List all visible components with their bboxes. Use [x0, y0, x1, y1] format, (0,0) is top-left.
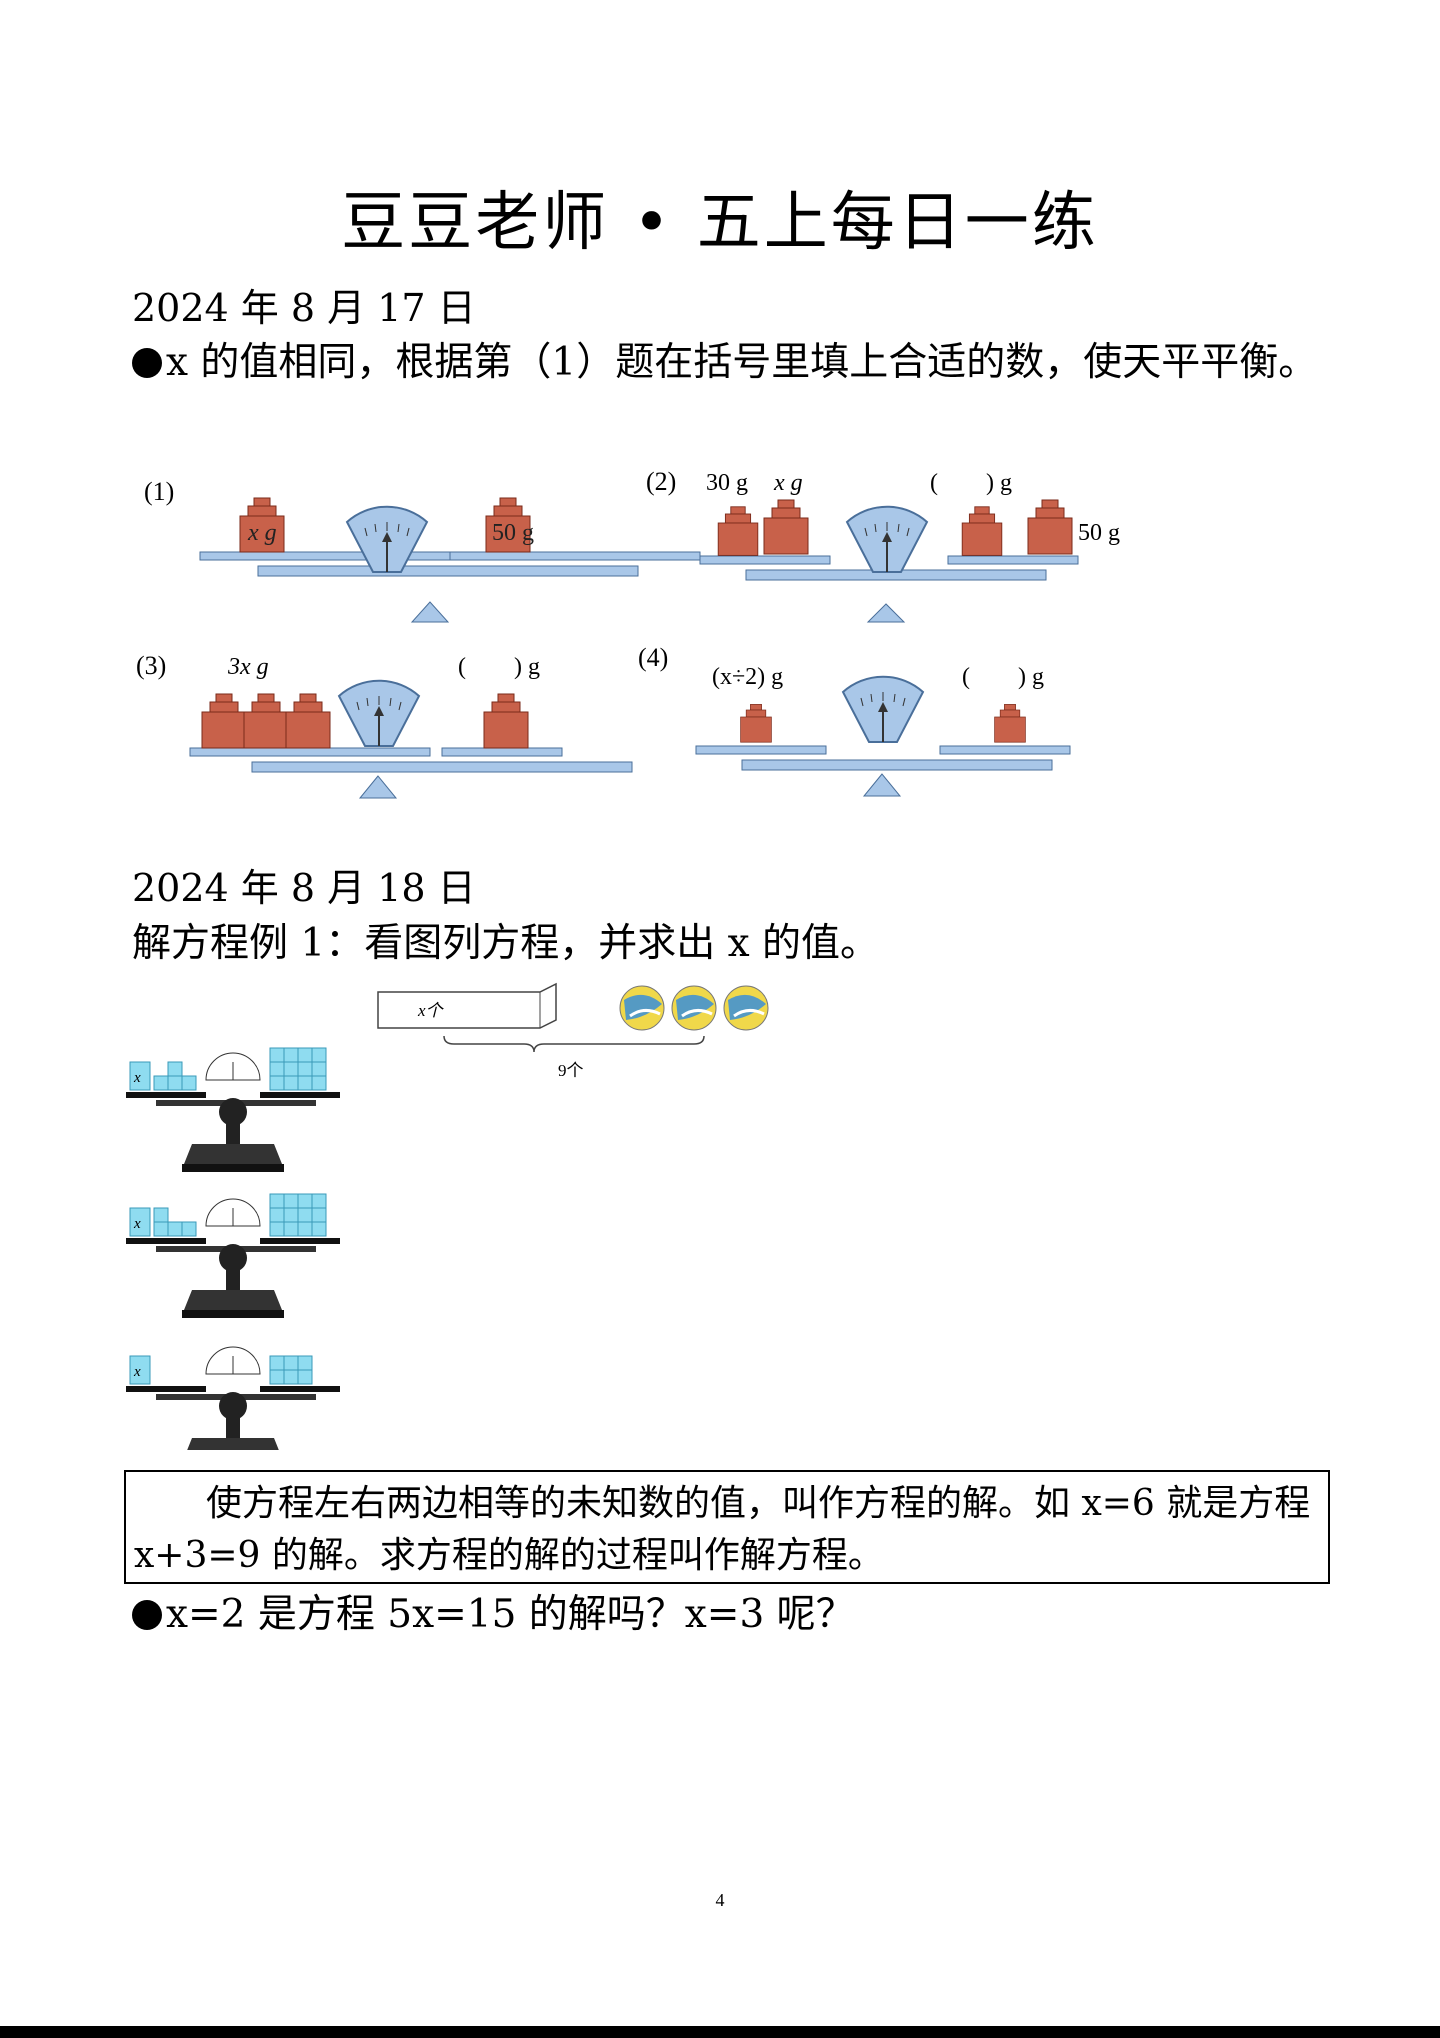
volleyball-icon [671, 985, 717, 1031]
scale-1-right-label: 50 g [492, 520, 534, 546]
scale-2-number: (2) [646, 467, 676, 496]
scale-2-left-label-a: 30 g [706, 470, 748, 496]
scale-2-left-label-b: x g [773, 470, 803, 496]
box-label: x个 [417, 1001, 445, 1020]
scale-2: (2) 30 g x g ( ) g 50 g [646, 467, 1120, 623]
cube-balance-1: x [126, 1047, 341, 1173]
cube-balance-3: x [126, 1346, 341, 1450]
date-heading-2: 2024 年 8 月 18 日 [132, 866, 476, 910]
scale-3-number: (3) [136, 651, 166, 680]
question-1-text: x 的值相同，根据第（1）题在括号里填上合适的数，使天平平衡。 [166, 340, 1318, 385]
balance-1-x-label: x [133, 1070, 141, 1086]
scale-3: (3) 3x g ( ) g [136, 651, 633, 799]
box-shape [377, 982, 557, 1029]
page-title: 豆豆老师 • 五上每日一练 [341, 186, 1099, 260]
balance-2-x-label: x [133, 1216, 141, 1232]
scale-4-number: (4) [638, 643, 668, 672]
example-1-heading: 解方程例 1：看图列方程，并求出 x 的值。 [132, 921, 879, 966]
scale-1: (1) x g 50 g [144, 477, 701, 623]
date-heading-1: 2024 年 8 月 17 日 [132, 286, 476, 330]
scale-4-right-label: ( ) g [962, 664, 1044, 690]
cube-balances-figure: x x x [126, 1047, 341, 1450]
scale-3-left-label: 3x g [227, 654, 269, 680]
bullet-icon [132, 1600, 162, 1630]
definition-box: 使方程左右两边相等的未知数的值，叫作方程的解。如 x=6 就是方程 x+3=9 … [124, 1470, 1330, 1584]
brace-label: 9个 [558, 1061, 584, 1080]
volleyball-icon [723, 985, 769, 1031]
question-1: x 的值相同，根据第（1）题在括号里填上合适的数，使天平平衡。 [132, 336, 1342, 390]
scale-1-number: (1) [144, 477, 174, 506]
brace-shape [443, 1035, 705, 1053]
scale-2-right-label-a: ( ) g [930, 470, 1012, 496]
scale-4-left-label: (x÷2) g [712, 664, 783, 690]
box-and-balls-figure: x个 9个 [377, 982, 769, 1080]
bullet-icon [132, 348, 162, 378]
scale-1-left-label: x g [247, 520, 277, 546]
definition-text: 使方程左右两边相等的未知数的值，叫作方程的解。如 x=6 就是方程 x+3=9 … [134, 1483, 1311, 1576]
question-2: x=2 是方程 5x=15 的解吗？x=3 呢？ [132, 1588, 1342, 1642]
scale-4: (4) (x÷2) g ( ) g [638, 643, 1071, 797]
question-2-text: x=2 是方程 5x=15 的解吗？x=3 呢？ [166, 1592, 855, 1637]
balance-scales-figure: (1) x g 50 g (2) 30 g x g ( ) g 50 g (3)… [136, 467, 1120, 799]
scale-3-right-label: ( ) g [458, 654, 540, 680]
scale-2-right-label-b: 50 g [1078, 520, 1120, 546]
balance-3-x-label: x [133, 1364, 141, 1380]
volleyball-icon [619, 985, 665, 1031]
bottom-border [0, 2026, 1440, 2038]
page-number: 4 [715, 1890, 725, 1910]
cube-balance-2: x [126, 1193, 341, 1319]
